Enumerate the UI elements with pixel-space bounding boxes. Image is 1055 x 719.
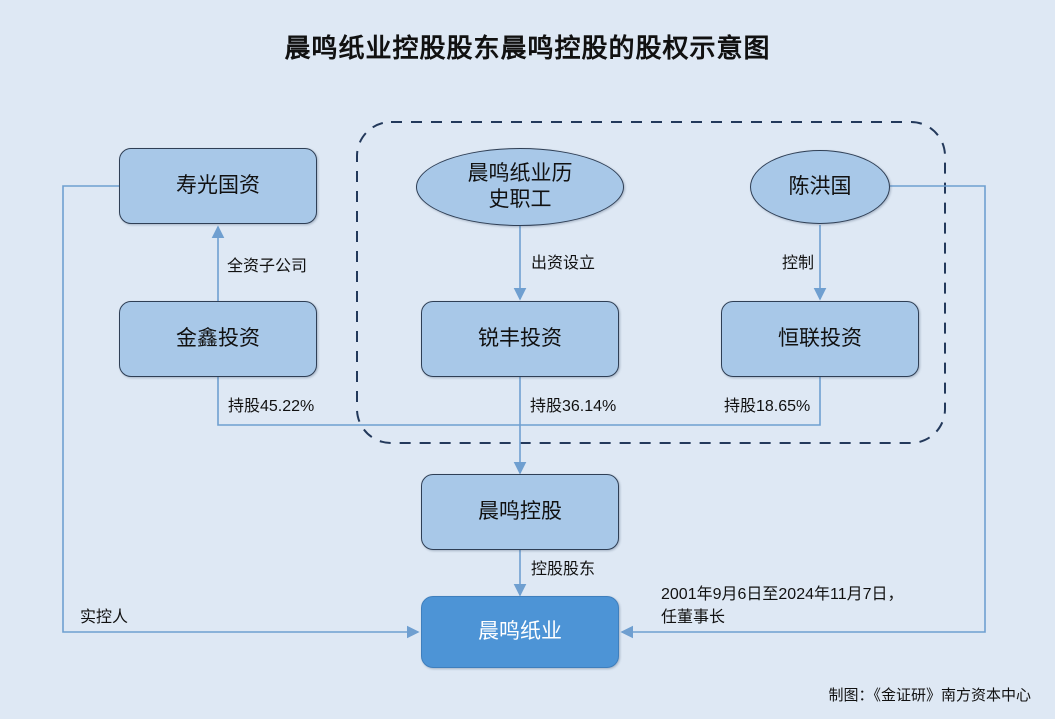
node-chenming-paper[interactable]: 晨鸣纸业 [421, 596, 619, 668]
edge-label-wholly-owned: 全资子公司 [227, 258, 308, 275]
node-shouguang-state-assets[interactable]: 寿光国资 [119, 148, 317, 224]
node-jinxin-investment[interactable]: 金鑫投资 [119, 301, 317, 377]
node-label: 锐丰投资 [478, 327, 562, 351]
edge-label-stake-henglian: 持股18.65% [724, 398, 811, 415]
edge-label-stake-jinxin: 持股45.22% [228, 398, 315, 415]
edge-label-control: 控制 [782, 255, 815, 272]
chairman-term-line2: 任董事长 [661, 609, 726, 627]
node-chen-hongguo[interactable]: 陈洪国 [750, 150, 890, 224]
credit-footer: 制图：《金证研》南方资本中心 [828, 687, 1031, 704]
node-label: 晨鸣纸业 [478, 620, 562, 644]
edge-label-chairman-term: 2001年9月6日至2024年11月7日， 任董事长 [661, 583, 904, 629]
node-henglian-investment[interactable]: 恒联投资 [721, 301, 919, 377]
edge-label-funded-establishment: 出资设立 [531, 255, 596, 272]
node-label: 金鑫投资 [176, 327, 260, 351]
node-label-line1: 晨鸣纸业历 [467, 162, 573, 186]
node-chenming-holding[interactable]: 晨鸣控股 [421, 474, 619, 550]
edge-label-actual-controller: 实控人 [80, 609, 129, 626]
node-label: 晨鸣控股 [478, 500, 562, 524]
node-label: 寿光国资 [176, 174, 260, 198]
edge-label-controlling-shareholder: 控股股东 [531, 561, 596, 578]
node-label-line2: 史职工 [488, 188, 552, 211]
edge-label-stake-ruifeng: 持股36.14% [530, 398, 617, 415]
node-label: 陈洪国 [788, 175, 852, 199]
node-ruifeng-investment[interactable]: 锐丰投资 [421, 301, 619, 377]
node-chenming-historical-employees[interactable]: 晨鸣纸业历 史职工 [416, 148, 624, 226]
chairman-term-line1: 2001年9月6日至2024年11月7日， [661, 586, 904, 603]
node-label: 恒联投资 [778, 327, 862, 351]
page-title: 晨鸣纸业控股股东晨鸣控股的股权示意图 [284, 33, 771, 63]
